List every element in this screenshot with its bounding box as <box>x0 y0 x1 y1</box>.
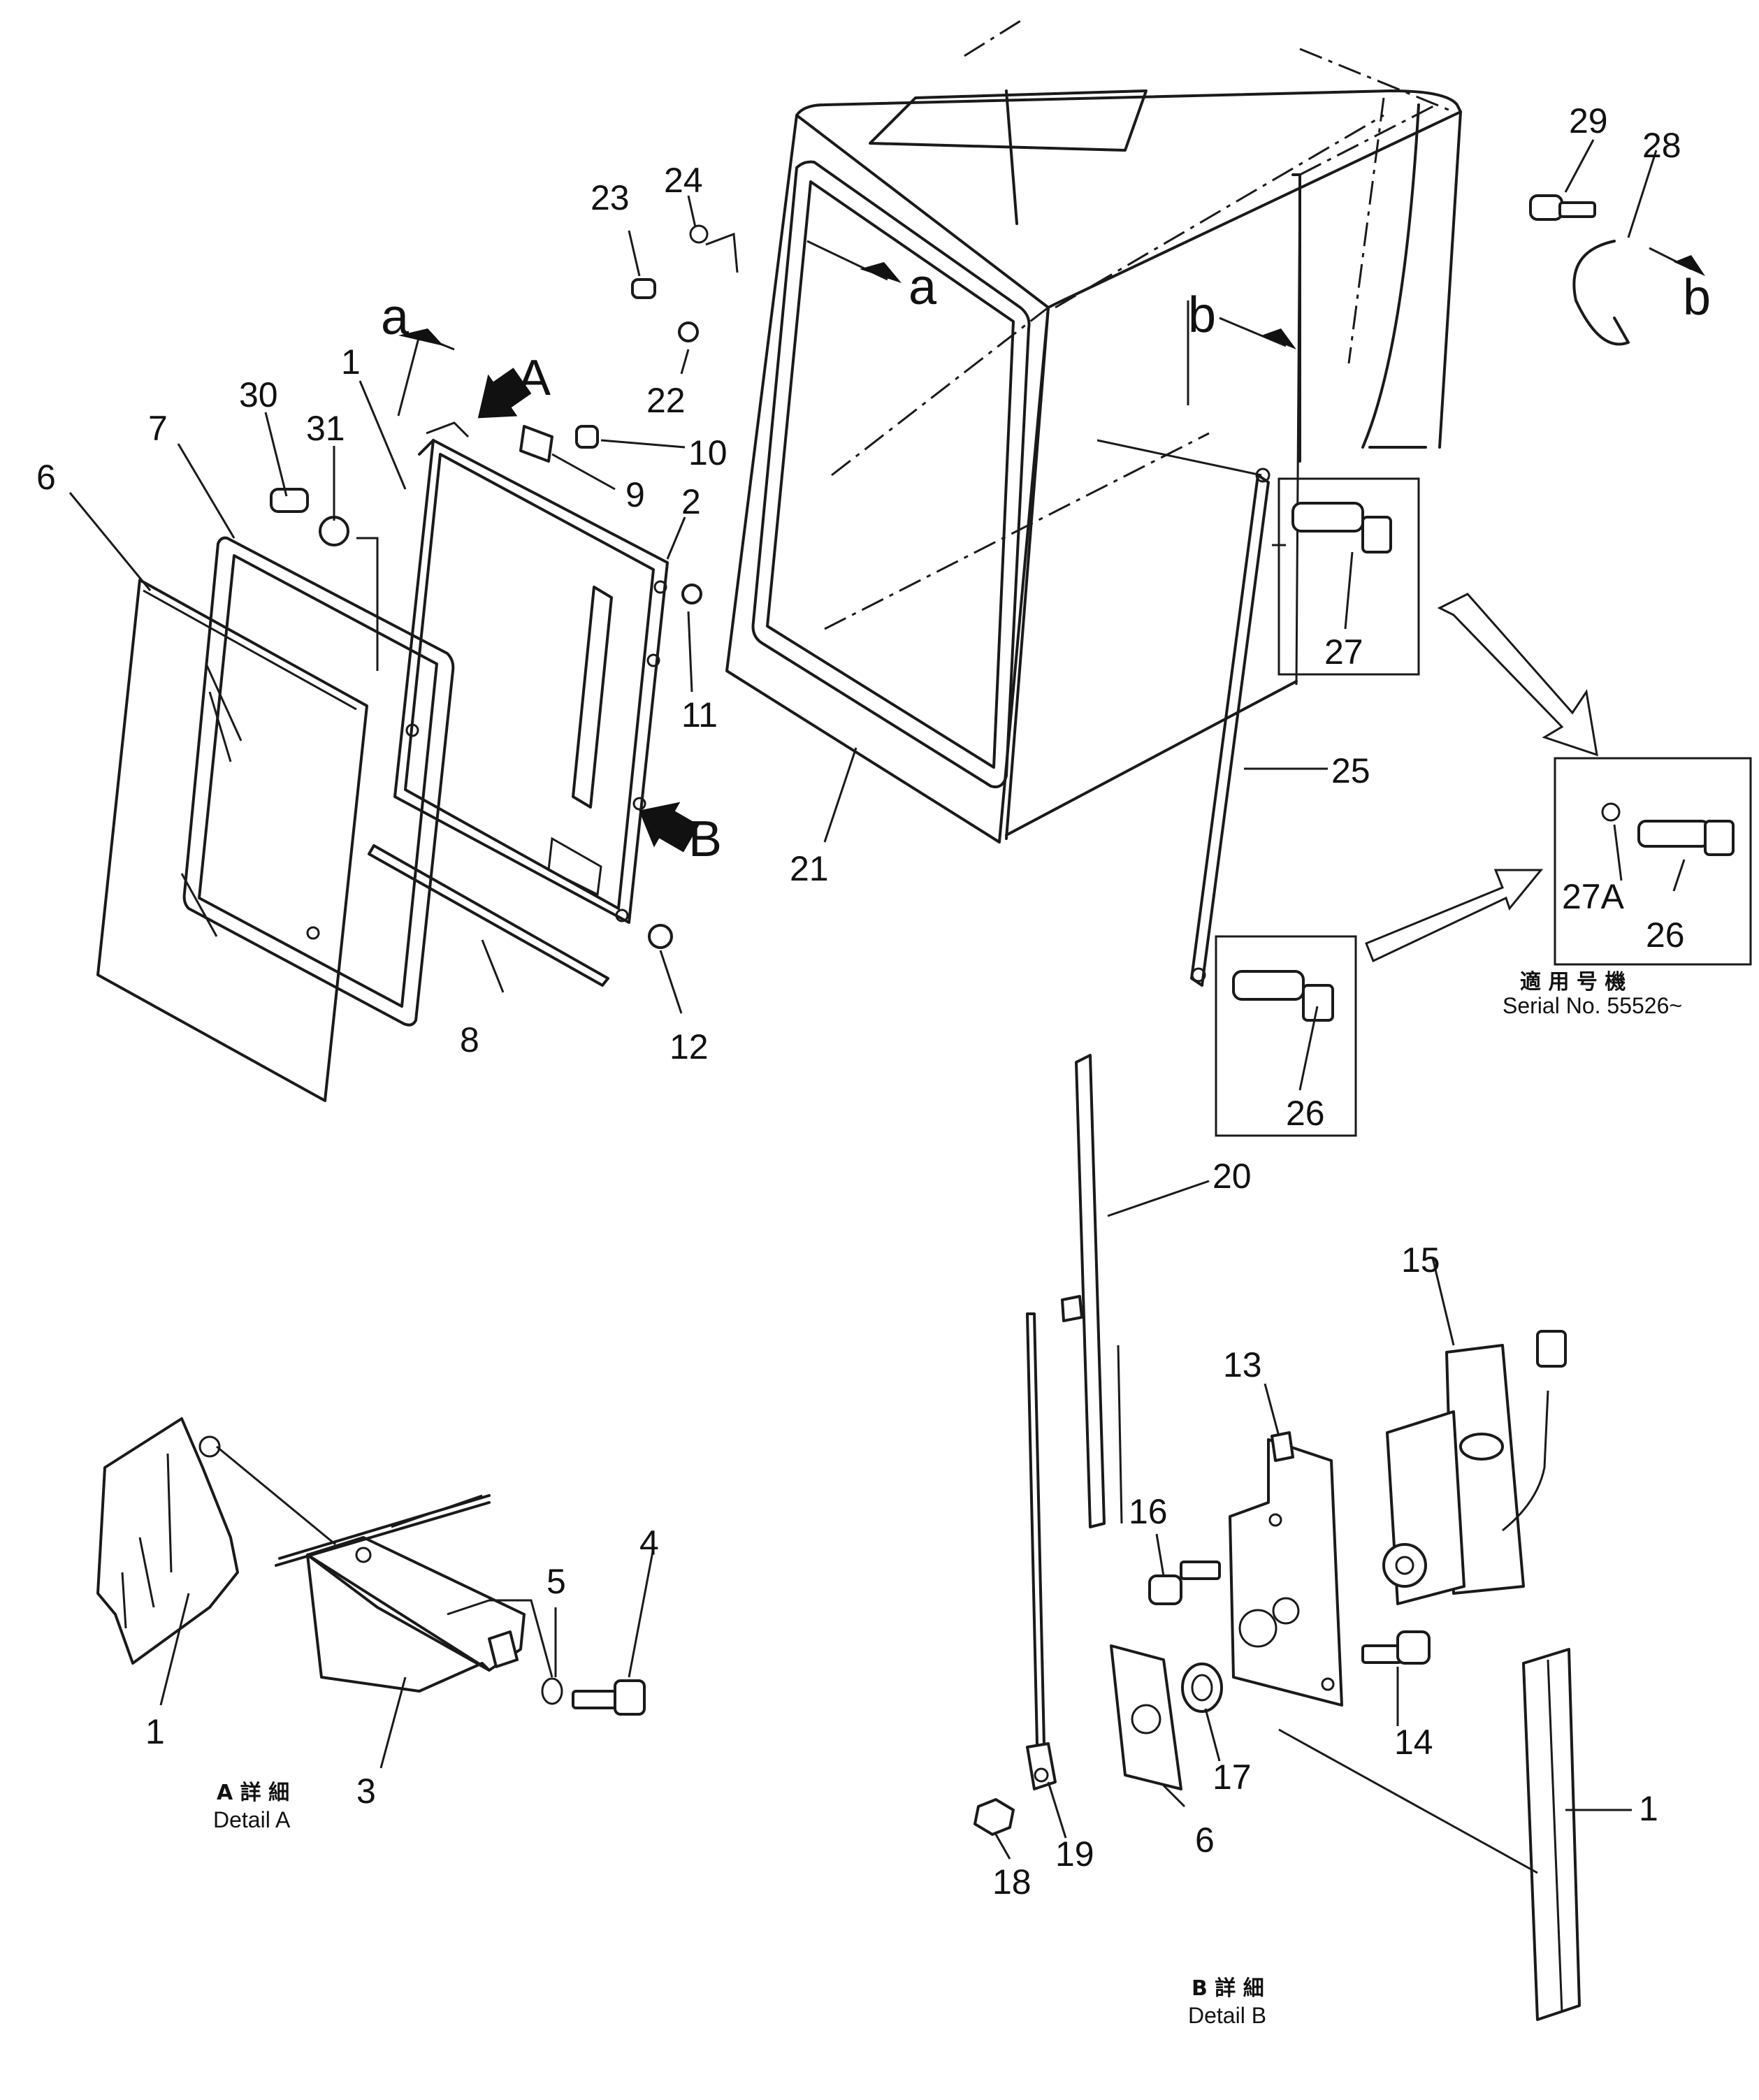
callout-22: 22 <box>646 381 686 420</box>
captions: A 詳 細 Detail A B 詳 細 Detail B 適 用 号 機 Se… <box>213 970 1682 2028</box>
wiper-arm-19 <box>1026 1312 1057 1790</box>
callout-21: 21 <box>790 849 829 888</box>
window-seal <box>182 536 455 1027</box>
callout-28: 28 <box>1642 126 1681 165</box>
rod-25 <box>1190 468 1271 987</box>
callout-3: 3 <box>356 1772 376 1811</box>
callout-1b: 1 <box>145 1712 165 1751</box>
callout-17: 17 <box>1213 1758 1252 1797</box>
caption-detail-b-jp: B 詳 細 <box>1192 1976 1264 2001</box>
nut-18 <box>973 1798 1015 1836</box>
washer-24 <box>689 224 709 244</box>
motor-15 <box>1382 1330 1567 1605</box>
caption-serial-en: Serial No. 55526~ <box>1503 993 1682 1018</box>
arrow-a <box>477 368 532 419</box>
callout-11: 11 <box>681 695 718 734</box>
callout-4: 4 <box>639 1523 659 1563</box>
plate-6b <box>1110 1644 1182 1790</box>
ref-B: B <box>688 811 722 867</box>
ref-a-left: a <box>381 289 410 345</box>
callout-26b: 26 <box>1646 915 1685 955</box>
ref-arrows <box>397 240 1705 477</box>
nut-12 <box>648 924 673 949</box>
callout-20: 20 <box>1213 1157 1252 1196</box>
callout-23: 23 <box>591 178 630 217</box>
box-27 <box>1277 477 1420 676</box>
callout-30: 30 <box>239 375 278 414</box>
callout-19: 19 <box>1055 1834 1094 1874</box>
callout-24: 24 <box>664 161 703 200</box>
box-26 <box>1215 935 1357 1137</box>
screw-10 <box>575 425 599 449</box>
ref-A: A <box>517 350 551 406</box>
callout-10: 10 <box>688 433 728 472</box>
bolt-16 <box>1148 1560 1221 1605</box>
caption-serial-jp: 適 用 号 機 <box>1520 970 1626 994</box>
ref-a-right: a <box>909 259 937 315</box>
detail-b-lines <box>1117 1345 1538 1874</box>
box-serial <box>1554 757 1752 966</box>
callout-9: 9 <box>625 475 645 514</box>
callout-25: 25 <box>1331 751 1370 790</box>
callout-15: 15 <box>1401 1240 1440 1280</box>
door-frame <box>393 421 669 924</box>
ref-b-right: b <box>1683 270 1711 326</box>
callout-13: 13 <box>1223 1345 1262 1384</box>
window-glass <box>96 579 368 1102</box>
callout-31: 31 <box>306 409 345 448</box>
seal-strip <box>368 844 609 987</box>
detail-a-parts <box>96 1417 646 1716</box>
caption-detail-a-en: Detail A <box>213 1807 291 1832</box>
callout-27a: 27A <box>1562 877 1625 916</box>
arrow-b <box>639 802 700 853</box>
callout-16: 16 <box>1129 1492 1168 1531</box>
callout-1c: 1 <box>1639 1789 1658 1828</box>
screw-23 <box>631 278 656 299</box>
leader-lines <box>68 139 1686 1860</box>
caption-detail-b-en: Detail B <box>1188 2003 1266 2028</box>
caption-detail-a-jp: A 詳 細 <box>217 1781 289 1805</box>
bolt-14 <box>1361 1630 1431 1665</box>
hollow-arrows <box>1365 593 1598 963</box>
ref-b-left: b <box>1188 287 1216 343</box>
callout-27: 27 <box>1324 632 1363 672</box>
callout-18: 18 <box>992 1862 1031 1902</box>
bolt-30 <box>270 488 309 513</box>
nut-22 <box>678 321 699 342</box>
callout-7: 7 <box>148 409 168 448</box>
callout-5: 5 <box>546 1562 566 1601</box>
cab-frame <box>725 20 1462 843</box>
callout-1: 1 <box>341 342 361 382</box>
callout-6: 6 <box>36 458 56 497</box>
nut-31 <box>319 516 349 546</box>
clip-28-bolt-29 <box>1529 194 1630 346</box>
callout-numbers: 6 7 30 31 1 9 10 2 11 12 8 22 23 24 21 2… <box>36 101 1685 1902</box>
bracket-9 <box>519 425 553 463</box>
callout-2: 2 <box>681 482 701 521</box>
callout-26: 26 <box>1286 1094 1325 1133</box>
bar-20 <box>1061 1054 1106 1528</box>
door-fasteners <box>270 224 739 949</box>
channel-1b <box>1522 1648 1581 2021</box>
nut-11 <box>681 584 702 604</box>
washer-17 <box>1181 1663 1223 1713</box>
callout-12: 12 <box>669 1027 709 1066</box>
reference-letters: a a b b A B <box>381 259 1711 867</box>
callout-8: 8 <box>460 1020 479 1059</box>
callout-6b: 6 <box>1195 1820 1215 1860</box>
callout-14: 14 <box>1394 1723 1433 1762</box>
bracket-13 <box>1229 1431 1343 1707</box>
callout-29: 29 <box>1569 101 1608 140</box>
